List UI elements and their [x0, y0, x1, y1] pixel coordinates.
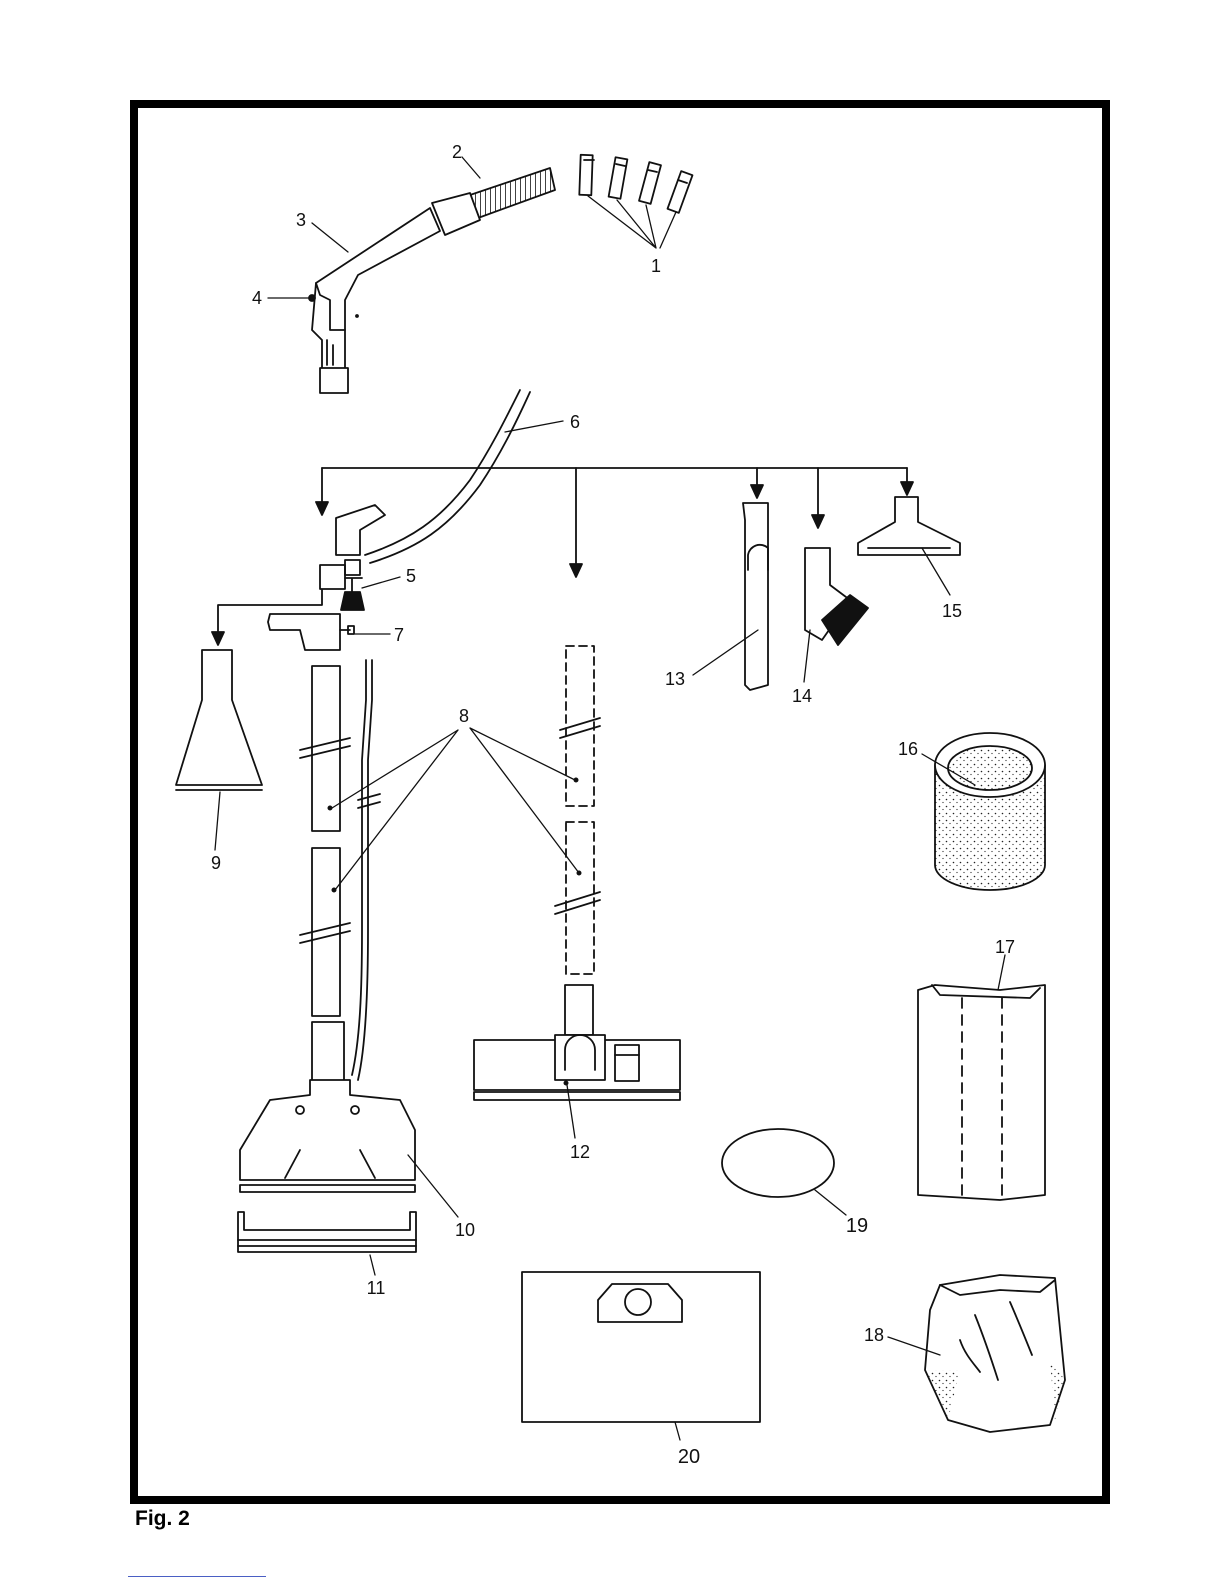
label-18: 18: [864, 1325, 884, 1345]
label-11: 11: [367, 1278, 386, 1298]
label-6: 6: [570, 412, 580, 432]
label-2: 2: [452, 142, 462, 162]
spray-tube-part: [365, 390, 530, 563]
filter-bag-part: [918, 985, 1045, 1200]
label-7: 7: [394, 625, 404, 645]
squeegee-insert-part: [238, 1212, 416, 1252]
label-5: 5: [406, 566, 416, 586]
cloth-bag-part: [925, 1275, 1065, 1432]
fittings-part: [579, 155, 692, 213]
label-15: 15: [942, 601, 962, 621]
label-12: 12: [570, 1142, 590, 1162]
label-10: 10: [455, 1220, 475, 1240]
figure-caption: Fig. 2: [135, 1507, 190, 1531]
upholstery-nozzle-part: [176, 650, 262, 790]
label-19: 19: [846, 1215, 868, 1237]
dusting-brush-part: [805, 548, 868, 645]
floor-tool-part: [474, 985, 680, 1100]
carpet-tool-part: [240, 1022, 415, 1192]
label-1: 1: [651, 256, 661, 276]
disc-filter-part: [722, 1129, 834, 1197]
trigger-part: [268, 614, 354, 650]
foam-filter-part: [935, 733, 1045, 890]
upholstery-tool-part: [858, 497, 960, 555]
dashed-tubes-part: [566, 646, 594, 974]
label-8: 8: [459, 706, 469, 726]
label-14: 14: [792, 686, 812, 706]
spray-line-part: [352, 660, 380, 1080]
paper-bag-part: [522, 1272, 760, 1422]
label-3: 3: [296, 210, 306, 230]
label-16: 16: [898, 739, 918, 759]
label-4: 4: [252, 288, 262, 308]
label-9: 9: [211, 853, 221, 873]
label-13: 13: [665, 669, 685, 689]
underline-mark: [128, 1576, 266, 1577]
crevice-tool-part: [743, 503, 768, 690]
handle-wand-part: [309, 193, 480, 393]
valve-part: [320, 505, 385, 610]
label-20: 20: [678, 1446, 700, 1468]
label-17: 17: [995, 937, 1015, 957]
hose-part: [470, 168, 555, 218]
extension-tubes-part: [300, 666, 350, 1016]
